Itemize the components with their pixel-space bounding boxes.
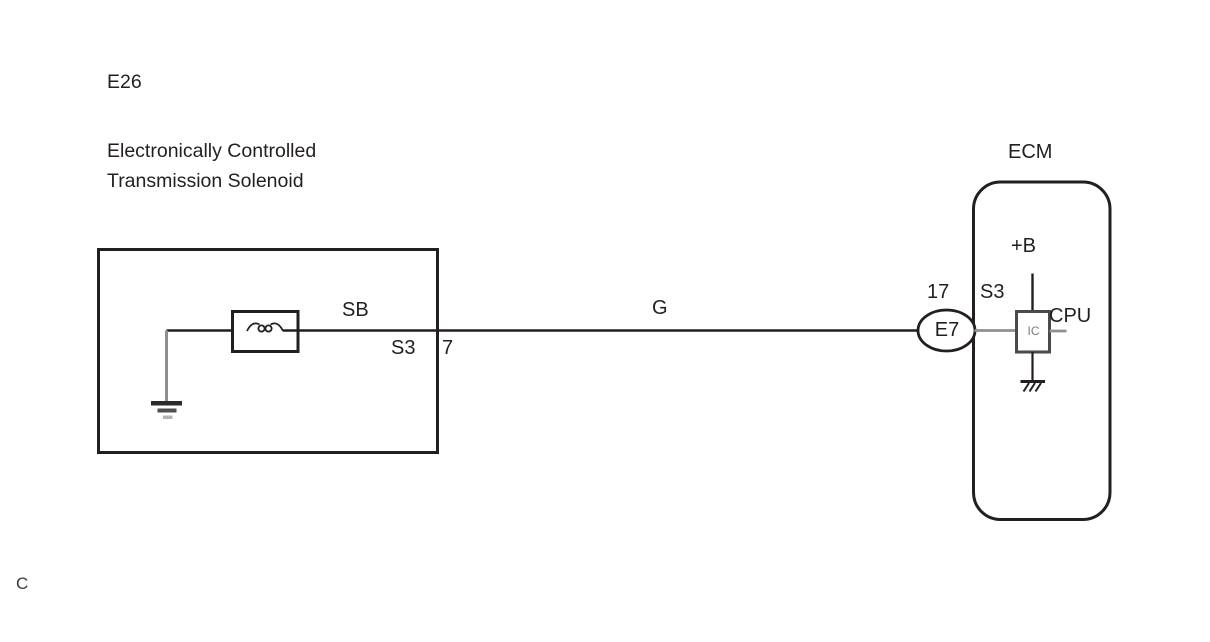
ic-label: IC [1027, 324, 1040, 338]
component-connector-id: E26 [107, 71, 142, 93]
component-name: Electronically Controlled Transmission S… [107, 140, 317, 192]
component-boundary-box [97, 248, 439, 454]
cpu-label: CPU [1049, 305, 1092, 327]
solenoid-coil-icon [246, 322, 284, 333]
pin-number-17: 17 [927, 281, 950, 303]
ecm-title: ECM [1008, 141, 1053, 163]
connector-e7-label: E7 [934, 319, 960, 341]
footer-note-c: C [16, 574, 29, 593]
terminal-label-s3-left: S3 [391, 337, 416, 359]
power-label-plus-b: +B [1011, 235, 1037, 257]
chassis-ground-icon [1020, 380, 1045, 393]
pin-number-7: 7 [442, 337, 454, 359]
earth-ground-icon [151, 330, 182, 419]
terminal-label-s3-right: S3 [980, 281, 1005, 303]
wire-label-sb: SB [342, 299, 369, 321]
wire-label-g: G [652, 297, 668, 319]
